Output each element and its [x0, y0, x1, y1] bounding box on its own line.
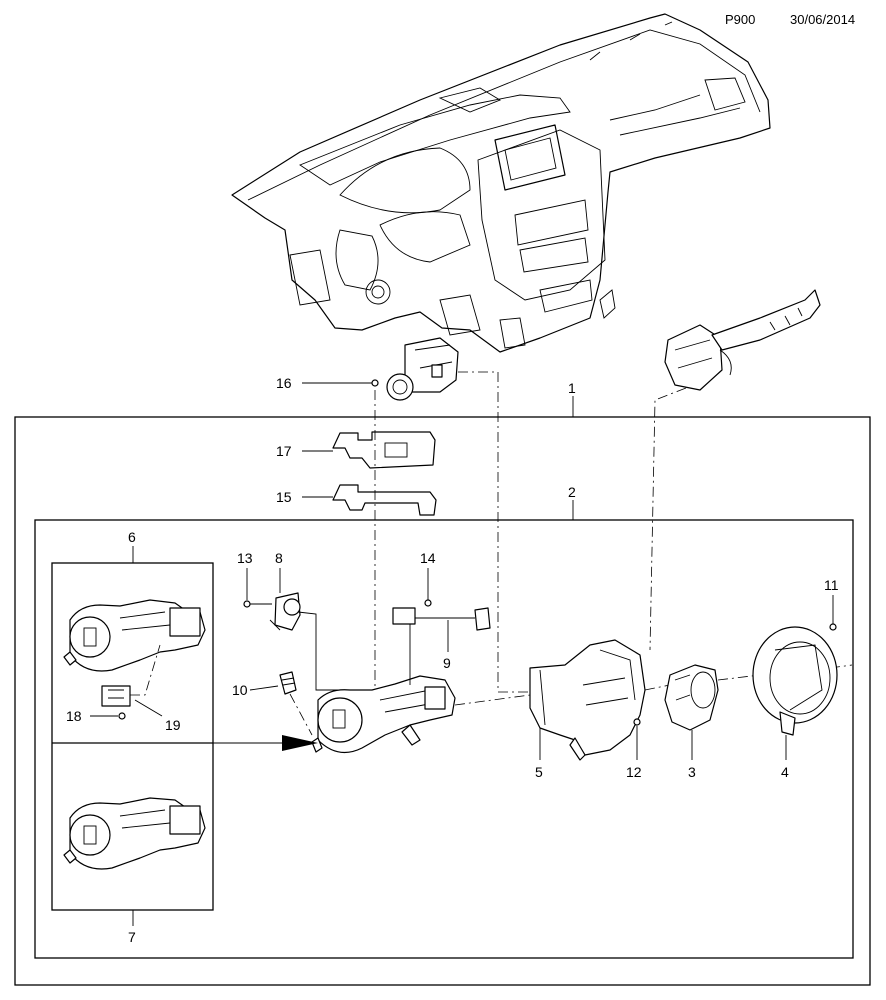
- callout-14: 14: [420, 550, 436, 566]
- callout-4: 4: [781, 764, 789, 780]
- turn-signal-switch-upper: [664, 289, 821, 391]
- callout-10: 10: [232, 682, 248, 698]
- page-code: P900: [725, 12, 756, 27]
- callout-16: 16: [276, 375, 292, 391]
- part-6-lock-assembly: [63, 599, 206, 672]
- part-3-clockspring: [664, 664, 719, 731]
- callout-18: 18: [66, 708, 82, 724]
- part-4-spiral-cable: [752, 623, 838, 736]
- part-10-pin: [279, 671, 313, 736]
- instrument-panel-illustration: [231, 13, 771, 353]
- callout-9: 9: [443, 655, 451, 671]
- part-9-harness: [392, 599, 491, 685]
- callout-1: 1: [568, 380, 576, 396]
- callout-19: 19: [165, 717, 181, 733]
- callout-2: 2: [568, 484, 576, 500]
- part-18-screw: [118, 712, 126, 720]
- callout-11: 11: [824, 577, 839, 593]
- callout-5: 5: [535, 764, 543, 780]
- callout-13: 13: [237, 550, 253, 566]
- callout-12: 12: [626, 764, 642, 780]
- variant-box-6-7: [51, 562, 214, 911]
- callout-8: 8: [275, 550, 283, 566]
- part-19-switch: [101, 644, 161, 707]
- part-8-switch: [269, 592, 340, 691]
- callout-6: 6: [128, 529, 136, 545]
- callout-3: 3: [688, 764, 696, 780]
- bracket-17: [332, 431, 436, 469]
- part-13-screw: [243, 600, 272, 608]
- callout-15: 15: [276, 489, 292, 505]
- bracket-15: [332, 484, 437, 516]
- part-5-column-housing: [529, 639, 646, 761]
- assembly-frame-1: [14, 416, 871, 986]
- assembly-frame-2: [34, 519, 854, 959]
- page-date: 30/06/2014: [790, 12, 856, 27]
- part-7-lock-assembly: [63, 797, 206, 870]
- variant-arrow: [52, 735, 318, 751]
- wiper-switch-upper: [386, 337, 459, 401]
- ignition-lock-housing: [311, 675, 456, 754]
- callout-17: 17: [276, 443, 292, 459]
- callout-7: 7: [128, 929, 136, 945]
